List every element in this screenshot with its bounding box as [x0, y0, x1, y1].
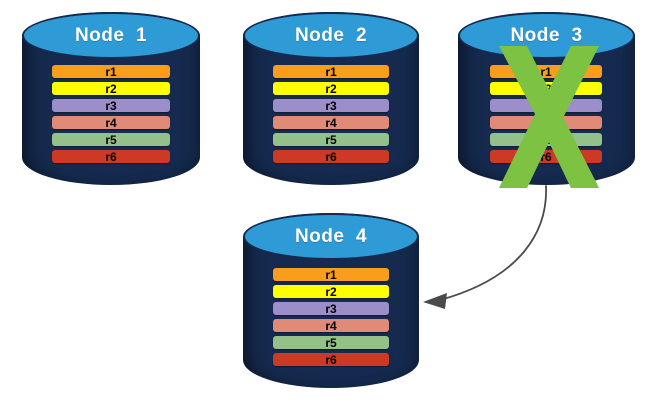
- record-row-label: r3: [105, 98, 117, 113]
- record-row[interactable]: r5: [273, 336, 389, 349]
- record-row[interactable]: r5: [490, 133, 602, 146]
- record-row[interactable]: r6: [273, 150, 389, 163]
- record-row[interactable]: r4: [273, 116, 389, 129]
- record-row-label: r1: [540, 64, 552, 79]
- record-row[interactable]: r2: [273, 82, 389, 95]
- record-row-label: r6: [325, 352, 337, 367]
- record-row-label: r4: [105, 115, 117, 130]
- record-row[interactable]: r2: [490, 82, 602, 95]
- record-row-label: r2: [105, 81, 117, 96]
- node-title: Node 4: [294, 225, 368, 247]
- record-row-label: r2: [540, 81, 552, 96]
- record-row-label: r3: [325, 98, 337, 113]
- record-row[interactable]: r3: [273, 302, 389, 315]
- record-row-label: r6: [105, 149, 117, 164]
- record-row[interactable]: r4: [490, 116, 602, 129]
- record-row[interactable]: r5: [52, 133, 170, 146]
- cylinder-top-disc: Node 3: [458, 12, 635, 59]
- record-row-list: r1 r2 r3 r4 r5 r6: [273, 65, 389, 163]
- record-row[interactable]: r4: [52, 116, 170, 129]
- node-title: Node 1: [74, 24, 148, 46]
- node-title: Node 2: [294, 24, 368, 46]
- record-row-label: r4: [325, 318, 337, 333]
- record-row-label: r5: [325, 335, 337, 350]
- record-row[interactable]: r1: [490, 65, 602, 78]
- node-title: Node 3: [510, 24, 583, 46]
- record-row-label: r5: [540, 132, 552, 147]
- record-row[interactable]: r1: [52, 65, 170, 78]
- record-row[interactable]: r1: [273, 65, 389, 78]
- node-cylinder-node1[interactable]: Node 1 r1 r2 r3 r4 r5 r6: [22, 12, 200, 185]
- record-row[interactable]: r3: [490, 99, 602, 112]
- record-row-list: r1 r2 r3 r4 r5 r6: [490, 65, 602, 163]
- cylinder-top-disc: Node 1: [22, 12, 200, 59]
- record-row[interactable]: r4: [273, 319, 389, 332]
- node-cylinder-node4[interactable]: Node 4 r1 r2 r3 r4 r5 r6: [243, 213, 419, 388]
- record-row-label: r5: [325, 132, 337, 147]
- record-row-label: r1: [325, 267, 337, 282]
- record-row-label: r4: [540, 115, 552, 130]
- node-cylinder-node2[interactable]: Node 2 r1 r2 r3 r4 r5 r6: [243, 12, 419, 185]
- node-cylinder-node3[interactable]: Node 3 r1 r2 r3 r4 r5 r6: [458, 12, 635, 185]
- record-row-list: r1 r2 r3 r4 r5 r6: [273, 268, 389, 366]
- cylinder-top-disc: Node 4: [243, 213, 419, 260]
- record-row-label: r2: [325, 284, 337, 299]
- arrow-curve-path: [439, 185, 547, 301]
- arrow-head-icon: [423, 293, 447, 309]
- record-row-label: r6: [325, 149, 337, 164]
- record-row-label: r6: [540, 149, 552, 164]
- record-row[interactable]: r1: [273, 268, 389, 281]
- cylinder-top-disc: Node 2: [243, 12, 419, 59]
- record-row-list: r1 r2 r3 r4 r5 r6: [52, 65, 170, 163]
- record-row[interactable]: r6: [273, 353, 389, 366]
- record-row-label: r3: [540, 98, 552, 113]
- record-row-label: r3: [325, 301, 337, 316]
- record-row-label: r1: [325, 64, 337, 79]
- record-row[interactable]: r3: [52, 99, 170, 112]
- record-row[interactable]: r5: [273, 133, 389, 146]
- record-row[interactable]: r6: [52, 150, 170, 163]
- record-row[interactable]: r3: [273, 99, 389, 112]
- record-row[interactable]: r2: [273, 285, 389, 298]
- record-row-label: r4: [325, 115, 337, 130]
- record-row-label: r5: [105, 132, 117, 147]
- record-row-label: r2: [325, 81, 337, 96]
- record-row[interactable]: r2: [52, 82, 170, 95]
- record-row[interactable]: r6: [490, 150, 602, 163]
- record-row-label: r1: [105, 64, 117, 79]
